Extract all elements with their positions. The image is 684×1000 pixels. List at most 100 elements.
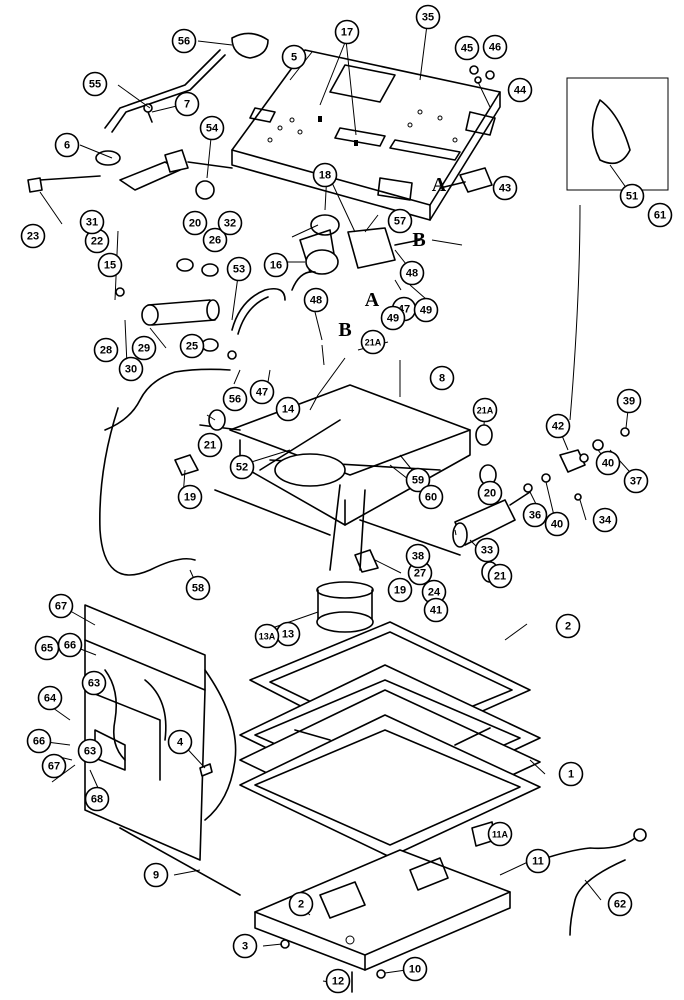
callout-68: 68 <box>84 786 110 812</box>
callout-label: 4 <box>177 737 184 749</box>
nut-46 <box>485 70 495 80</box>
callout-circle <box>380 305 406 331</box>
callout-circle <box>303 287 329 313</box>
cable-62 <box>539 837 636 936</box>
callout-circle <box>57 632 83 658</box>
callout-circle <box>222 386 248 412</box>
callout-circle <box>423 597 449 623</box>
callout-65: 65 <box>34 635 60 661</box>
knob-56 <box>231 32 269 59</box>
callout-63: 63 <box>81 670 107 696</box>
callout-label: 3 <box>242 941 248 953</box>
callout-25: 25 <box>179 333 205 359</box>
callout-label: 19 <box>394 585 406 597</box>
callout-circle <box>522 502 548 528</box>
callout-4: 4 <box>167 729 193 755</box>
callout-67: 67 <box>41 753 67 779</box>
callout-circle <box>202 227 228 253</box>
callout-41: 41 <box>423 597 449 623</box>
callout-38: 38 <box>405 543 431 569</box>
callout-label: 30 <box>125 364 137 376</box>
callout-21a: 21A <box>360 329 386 355</box>
callout-circle <box>171 28 197 54</box>
callout-label: 2 <box>298 899 304 911</box>
callout-35: 35 <box>415 4 441 30</box>
callout-34: 34 <box>592 507 618 533</box>
callout-label: 6 <box>64 140 70 152</box>
lever-rod-55-edge <box>111 54 226 133</box>
callout-label: 32 <box>224 218 236 230</box>
callout-circle <box>93 337 119 363</box>
callout-circle <box>254 623 280 649</box>
callout-circle <box>405 543 431 569</box>
callout-63: 63 <box>77 738 103 764</box>
callout-label: 12 <box>332 976 344 988</box>
callout-circle <box>545 413 571 439</box>
hose-53 <box>231 287 286 331</box>
base-frame-11 <box>254 849 511 971</box>
callout-circle <box>623 468 649 494</box>
callout-circle <box>37 685 63 711</box>
washer-15 <box>115 287 125 297</box>
callout-circle <box>405 467 431 493</box>
clip-4 <box>199 763 213 777</box>
nut-45 <box>469 65 479 75</box>
callout-62: 62 <box>607 891 633 917</box>
washer-40-top <box>592 439 604 451</box>
callout-label: 2 <box>565 621 571 633</box>
callout-circle <box>77 738 103 764</box>
callout-56: 56 <box>171 28 197 54</box>
callout-circle <box>229 454 255 480</box>
callout-circle <box>387 208 413 234</box>
callout-label: 8 <box>439 373 445 385</box>
callout-64: 64 <box>37 685 63 711</box>
callout-label: 16 <box>270 260 282 272</box>
strap-51 <box>591 99 631 165</box>
callout-label: 65 <box>41 643 53 655</box>
callout-40: 40 <box>595 450 621 476</box>
callout-circle <box>26 728 52 754</box>
connector-62 <box>633 828 647 842</box>
callout-label: 42 <box>552 421 564 433</box>
fitting-23 <box>27 177 43 193</box>
bolt-17-b <box>354 140 358 146</box>
callout-58: 58 <box>185 575 211 601</box>
callout-33: 33 <box>474 537 500 563</box>
callout-label: 67 <box>55 601 67 613</box>
callout-label: 13A <box>259 632 276 642</box>
callout-53: 53 <box>226 256 252 282</box>
callout-circle <box>525 848 551 874</box>
compressor-assembly <box>291 214 421 291</box>
callout-label: 11A <box>492 830 509 840</box>
callout-3: 3 <box>232 933 258 959</box>
callout-circle <box>413 297 439 323</box>
callout-label: 61 <box>654 210 666 222</box>
callout-49: 49 <box>413 297 439 323</box>
callout-label: 49 <box>420 305 432 317</box>
callout-57: 57 <box>387 208 413 234</box>
callout-label: 24 <box>428 587 441 599</box>
callout-2: 2 <box>555 613 581 639</box>
callout-49: 49 <box>380 305 406 331</box>
callout-19: 19 <box>177 484 203 510</box>
callout-13a: 13A <box>254 623 280 649</box>
callout-label: 21 <box>494 571 506 583</box>
callout-label: 31 <box>86 217 98 229</box>
callout-label: 34 <box>599 515 612 527</box>
callout-circle <box>226 256 252 282</box>
callout-circle <box>647 202 673 228</box>
callout-2: 2 <box>288 891 314 917</box>
callout-label: 44 <box>514 85 527 97</box>
washer-40 <box>541 473 551 483</box>
callout-label: 40 <box>602 458 614 470</box>
fitting-43 <box>459 167 493 193</box>
callout-label: 66 <box>33 736 45 748</box>
callout-circle <box>415 4 441 30</box>
callout-circle <box>477 480 503 506</box>
callout-48: 48 <box>399 260 425 286</box>
callout-label: 56 <box>229 394 241 406</box>
bellows-skirt-1 <box>239 621 541 858</box>
callout-label: 37 <box>630 476 642 488</box>
callout-55: 55 <box>82 71 108 97</box>
callout-label: 48 <box>310 295 322 307</box>
